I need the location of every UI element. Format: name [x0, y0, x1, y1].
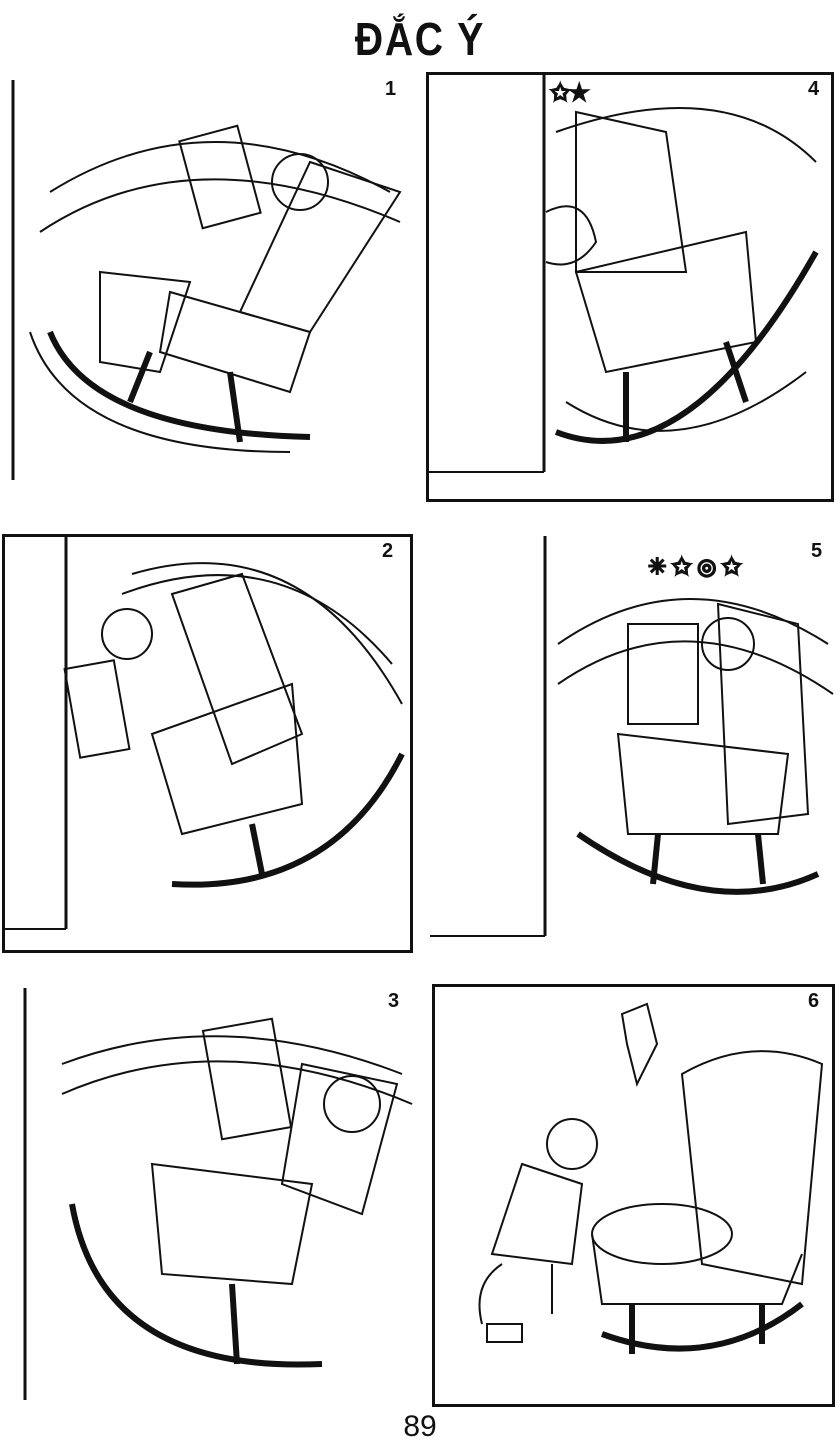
- page-title: ĐẮC Ý: [354, 13, 486, 65]
- rocking-chair-illustration: ✩★: [426, 72, 834, 502]
- panel-number: 1: [385, 78, 397, 100]
- panel-number: 4: [808, 78, 820, 100]
- comic-panel-1: 1: [10, 72, 415, 484]
- comic-panel-5: ✳ ✩ ◎ ✩ 5: [428, 534, 838, 944]
- panel-number: 5: [811, 540, 823, 562]
- rocking-chair-illustration: [23, 988, 413, 1400]
- panel-number: 6: [808, 990, 820, 1012]
- panel-number: 2: [382, 540, 394, 562]
- panel-number: 3: [388, 990, 400, 1012]
- rocking-chair-illustration: [432, 984, 835, 1407]
- svg-text:✩★: ✩★: [551, 80, 589, 105]
- page-number: 89: [403, 1410, 437, 1443]
- comic-panel-6: 6: [432, 984, 836, 1408]
- rocking-chair-illustration: ✳ ✩ ◎ ✩: [430, 536, 834, 937]
- svg-text:✳ ✩ ◎ ✩: ✳ ✩ ◎ ✩: [648, 554, 741, 579]
- comic-panel-4: ✩★ 4: [426, 72, 834, 502]
- comic-panel-2: 2: [2, 534, 414, 954]
- rocking-chair-illustration: [2, 534, 413, 953]
- comic-panel-3: 3: [22, 984, 417, 1404]
- rocking-chair-illustration: [11, 80, 402, 480]
